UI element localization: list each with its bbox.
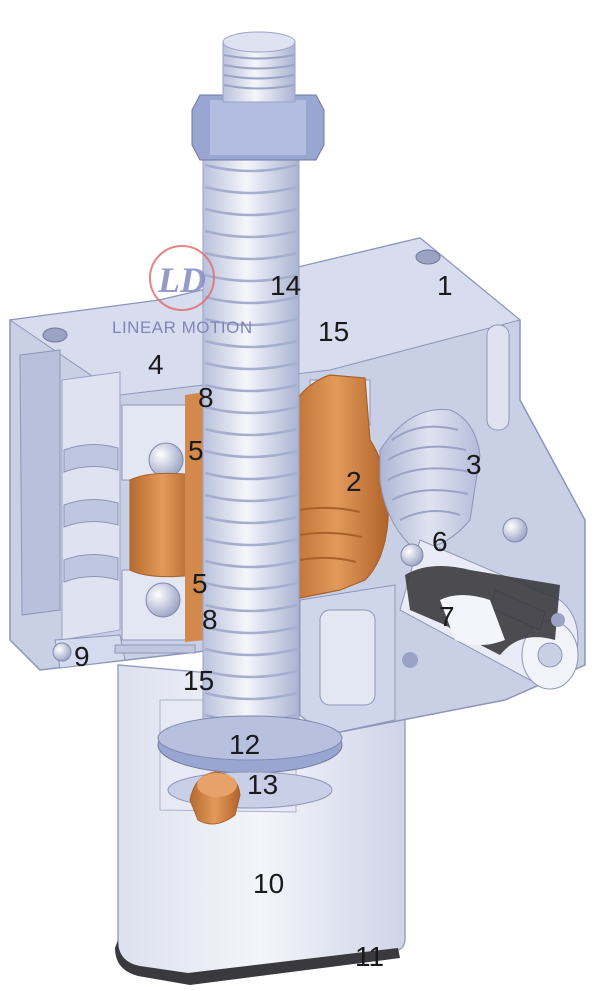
callout-10: 10 bbox=[253, 868, 285, 899]
screw-thread bbox=[204, 207, 298, 217]
watermark-logo-text: LD bbox=[157, 260, 206, 300]
callout-15-upper: 15 bbox=[318, 316, 350, 347]
worm-wheel bbox=[129, 374, 389, 642]
callout-11: 11 bbox=[355, 941, 385, 972]
screw-thread bbox=[204, 295, 298, 305]
screw-thread bbox=[204, 647, 298, 657]
callout-3: 3 bbox=[466, 449, 482, 480]
screw-thread bbox=[204, 493, 298, 503]
watermark-text: LINEAR MOTION bbox=[112, 318, 253, 337]
callout-8-upper: 8 bbox=[198, 382, 214, 413]
callout-13: 13 bbox=[247, 769, 279, 800]
screw-thread bbox=[204, 383, 298, 393]
callout-8-lower: 8 bbox=[202, 604, 218, 635]
callout-2: 2 bbox=[346, 466, 362, 497]
screw-thread bbox=[204, 515, 298, 525]
screw-thread bbox=[204, 185, 298, 195]
callout-5-upper: 5 bbox=[188, 435, 204, 466]
callout-12: 12 bbox=[229, 729, 261, 760]
screw-thread bbox=[204, 449, 298, 459]
screw-thread bbox=[204, 691, 298, 701]
threaded-end bbox=[222, 31, 296, 103]
callout-14: 14 bbox=[270, 270, 302, 301]
tapped-hole-right bbox=[415, 249, 441, 265]
side-cover bbox=[299, 584, 565, 736]
callout-1: 1 bbox=[437, 270, 453, 301]
housing-ribs bbox=[63, 444, 119, 583]
screw-thread bbox=[204, 317, 298, 327]
callout-4: 4 bbox=[148, 349, 164, 380]
watermark-logo: LD bbox=[149, 245, 215, 311]
screw-thread bbox=[204, 603, 298, 613]
screw-thread bbox=[204, 471, 298, 481]
screw-thread bbox=[204, 229, 298, 239]
screw-thread bbox=[204, 669, 298, 679]
screw-thread bbox=[204, 361, 298, 371]
screw-thread bbox=[204, 559, 298, 569]
callout-7: 7 bbox=[439, 601, 455, 632]
callout-9: 9 bbox=[74, 641, 90, 672]
screw-thread bbox=[204, 537, 298, 547]
screw-thread bbox=[204, 339, 298, 349]
shaft-bearing bbox=[400, 517, 528, 567]
callout-5-lower: 5 bbox=[192, 568, 208, 599]
callout-6: 6 bbox=[432, 526, 448, 557]
screw-thread bbox=[204, 625, 298, 635]
screw-thread bbox=[204, 405, 298, 415]
lead-screw bbox=[202, 149, 300, 736]
grease-nipple bbox=[52, 634, 196, 669]
tapped-hole-left bbox=[42, 327, 68, 343]
callout-15-lower: 15 bbox=[183, 665, 215, 696]
stop-pin bbox=[189, 771, 241, 825]
screw-thread bbox=[204, 163, 298, 173]
screw-thread bbox=[204, 251, 298, 261]
screw-thread bbox=[204, 427, 298, 437]
screw-thread bbox=[204, 581, 298, 591]
jam-nut bbox=[191, 94, 325, 161]
